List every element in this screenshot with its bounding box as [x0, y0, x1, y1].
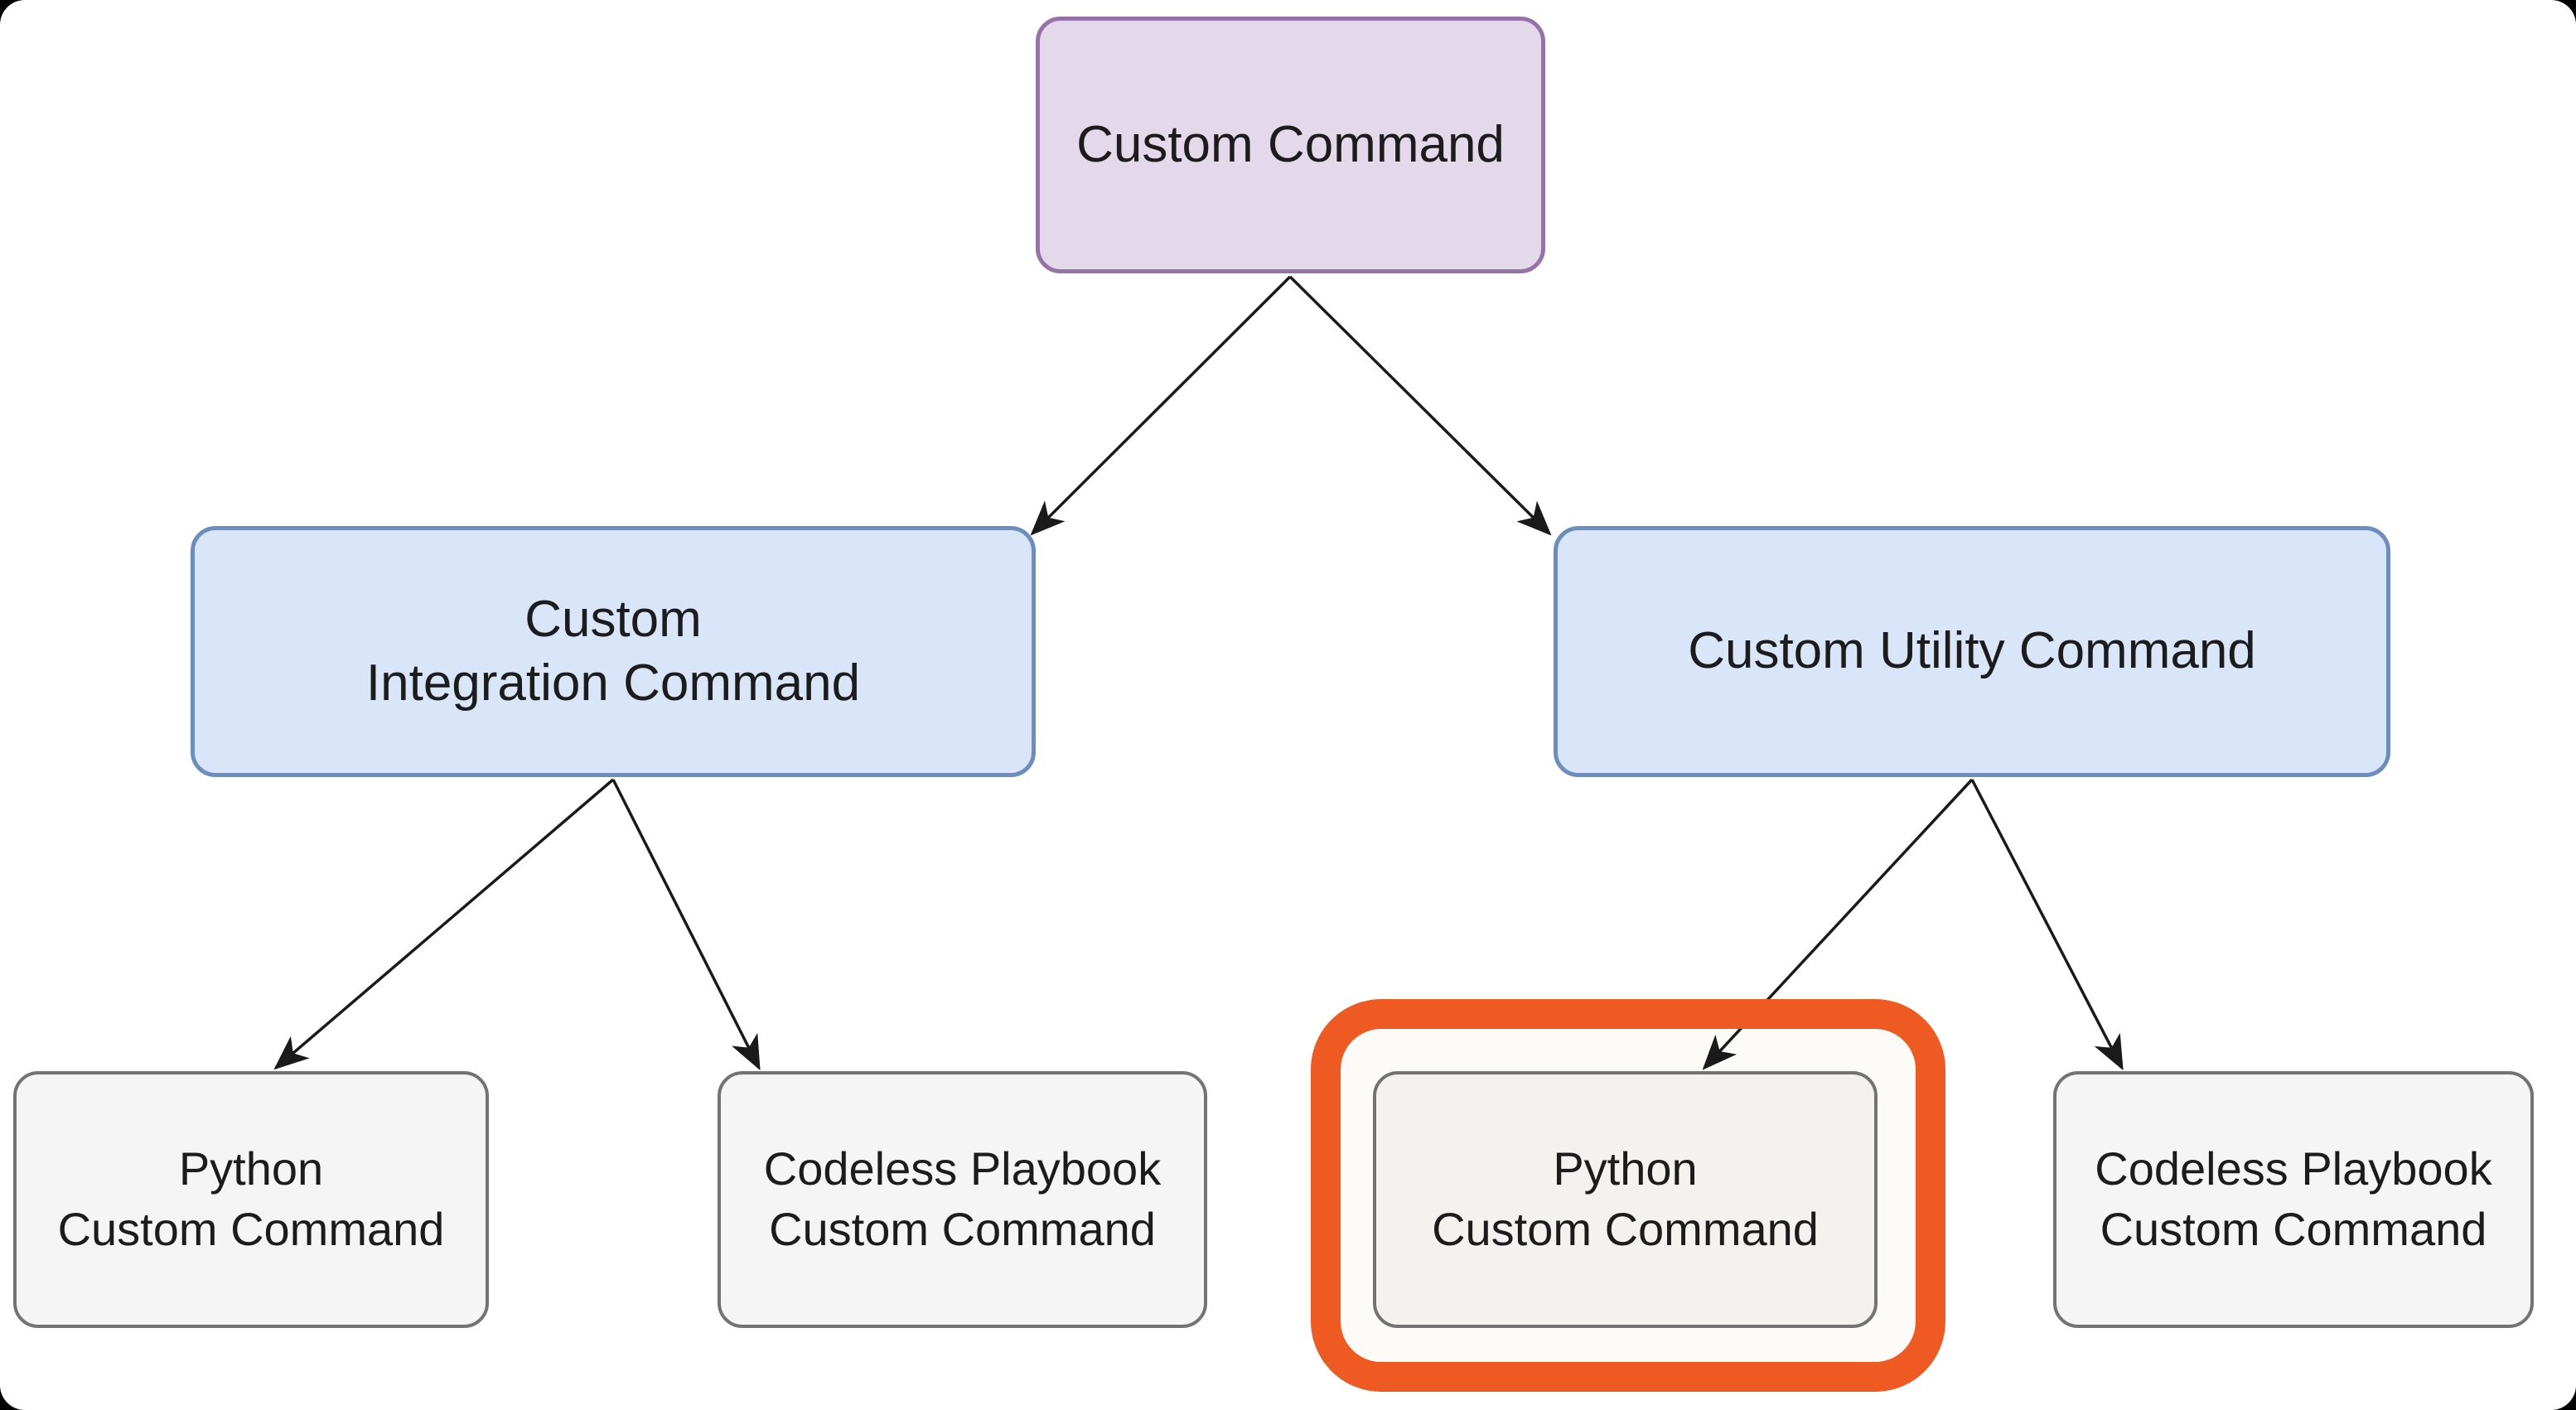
arrow-root-to-utility [1288, 275, 1552, 536]
arrow-utility-to-codeless [1970, 779, 2124, 1071]
node-custom-integration-command: Custom Integration Command [191, 526, 1036, 777]
node-codeless-playbook-custom-command-utility: Codeless Playbook Custom Command [2053, 1071, 2534, 1328]
node-custom-command: Custom Command [1036, 17, 1545, 273]
node-custom-utility-command: Custom Utility Command [1554, 526, 2390, 777]
node-codeless-playbook-custom-command-integration: Codeless Playbook Custom Command [718, 1071, 1207, 1328]
node-python-custom-command-integration: Python Custom Command [13, 1071, 489, 1328]
arrow-root-to-integration [1030, 275, 1292, 536]
arrow-integration-to-python [273, 778, 615, 1070]
arrow-integration-to-codeless [611, 779, 761, 1071]
node-python-custom-command-utility: Python Custom Command [1373, 1071, 1878, 1328]
